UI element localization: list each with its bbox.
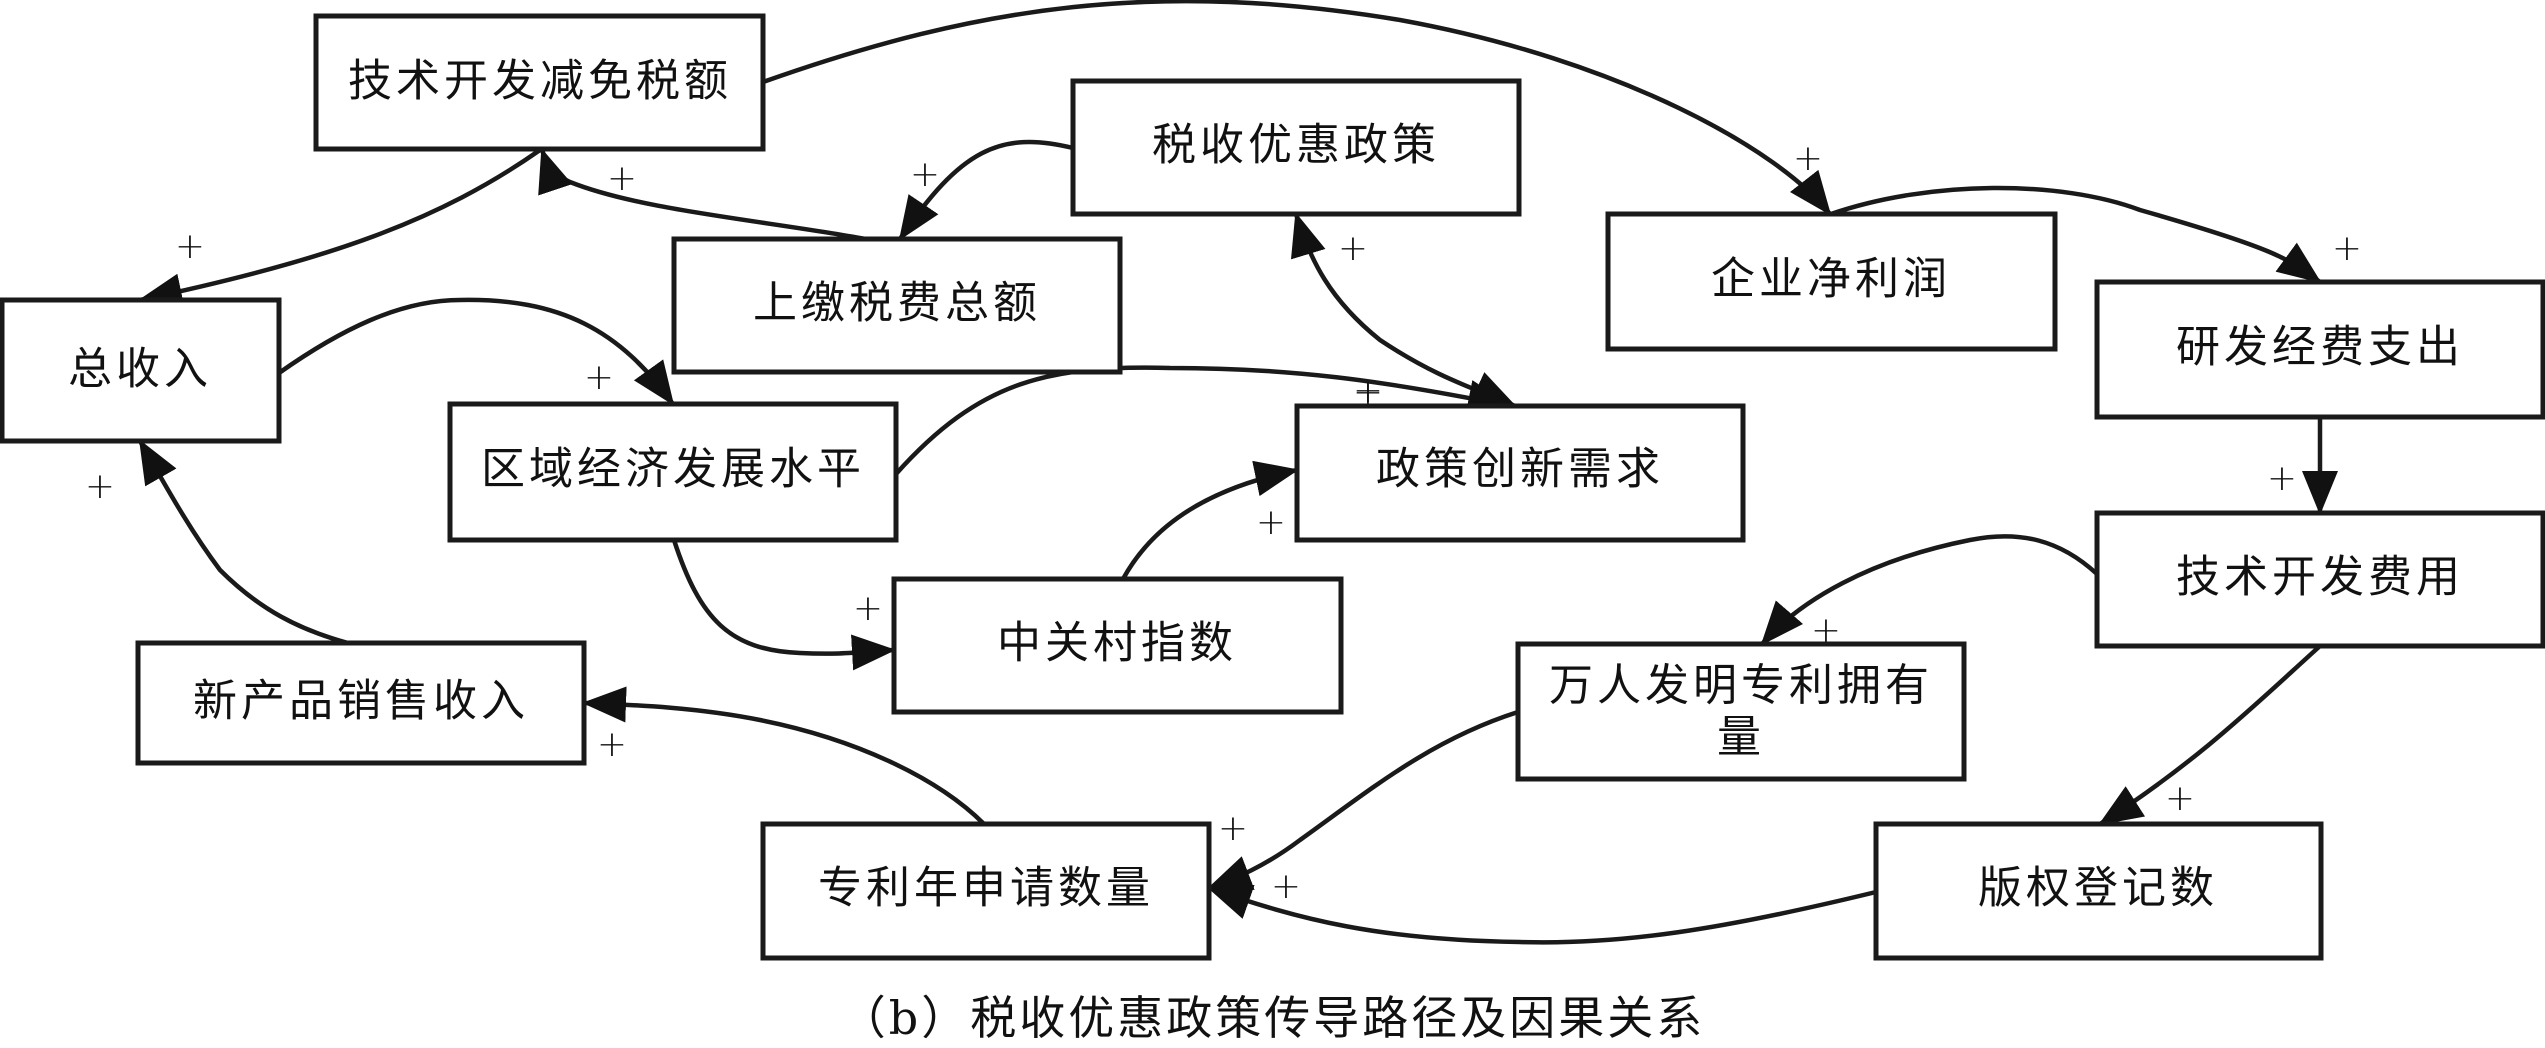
figure-caption: （b）税收优惠政策传导路径及因果关系: [839, 991, 1706, 1045]
sign-tech-cost-to-copyright: +: [2165, 778, 2195, 819]
node-label: 政策创新需求: [1376, 444, 1664, 495]
node-enterprise-net-profit[interactable]: 企业净利润: [1605, 211, 2058, 352]
node-label: 区域经济发展水平: [481, 444, 865, 495]
edge-patents-to-patent-apps: [1207, 709, 1519, 891]
node-label: 研发经费支出: [2176, 322, 2464, 373]
node-label: 专利年申请数量: [818, 863, 1154, 914]
node-tech-dev-cost[interactable]: 技术开发费用: [2094, 510, 2545, 649]
node-tax-preferential-policy[interactable]: 税收优惠政策: [1070, 78, 1522, 217]
node-box: [0, 297, 282, 444]
node-label-line2: 量: [1717, 712, 1765, 763]
edge-tech-cost-to-copyright: [2098, 644, 2322, 826]
node-box: [2094, 279, 2545, 420]
edge-tax-relief-to-net-profit: [762, 0, 1832, 216]
node-regional-economic-level[interactable]: 区域经济发展水平: [447, 401, 899, 543]
node-zgc-index[interactable]: 中关村指数: [891, 576, 1344, 715]
node-box: [891, 576, 1344, 715]
node-new-product-sales[interactable]: 新产品销售收入: [135, 640, 587, 766]
node-label-text: 万人发明专利拥有: [1549, 660, 1933, 711]
sign-taxes-paid-to-tax-relief: +: [607, 158, 637, 199]
sign-new-sales-to-total-income: +: [85, 466, 115, 507]
sign-rd-to-tech-cost: +: [2267, 458, 2297, 499]
node-label: 新产品销售收入: [193, 676, 529, 727]
node-copyright-registrations[interactable]: 版权登记数: [1873, 821, 2324, 961]
node-label: 技术开发费用: [2176, 552, 2464, 603]
sign-tax-relief-to-net-profit: +: [1793, 138, 1823, 179]
edge-patent-apps-to-new-sales: [582, 686, 986, 826]
node-label: 中关村指数: [997, 618, 1237, 669]
nodes: 技术开发减免税额 税收优惠政策 上缴税费总额 企业净利润 研发经费支出 总收入 …: [0, 13, 2545, 961]
sign-copyright-to-patent-apps: +: [1271, 866, 1301, 907]
node-box: [760, 821, 1212, 961]
node-label: 企业净利润: [1711, 254, 1951, 305]
node-label: 总收入: [68, 344, 212, 395]
node-label-line1: 万人发明专利拥有: [1549, 660, 1933, 711]
node-label: 技术开发减免税额: [348, 56, 732, 107]
node-label: 上缴税费总额: [753, 278, 1041, 329]
node-total-income[interactable]: 总收入: [0, 297, 282, 444]
sign-patents-to-patent-apps: +: [1218, 808, 1248, 849]
edge-regional-to-demand: [894, 365, 1512, 476]
node-policy-innovation-demand[interactable]: 政策创新需求: [1294, 403, 1746, 543]
node-box: [1070, 78, 1522, 217]
node-box: [1605, 211, 2058, 352]
edge-policy-to-taxes-paid: [898, 139, 1074, 241]
sign-tax-relief-to-total-income: +: [175, 226, 205, 267]
node-box: [1873, 821, 2324, 961]
edge-total-income-to-regional: [277, 297, 675, 406]
sign-zgc-to-demand: +: [1256, 502, 1286, 543]
node-label: 税收优惠政策: [1152, 120, 1440, 171]
sign-net-profit-to-rd: +: [2332, 228, 2362, 269]
edge-copyright-to-patent-apps: [1207, 884, 1877, 945]
node-box: [671, 236, 1123, 375]
edge-net-profit-to-rd: [1830, 185, 2322, 284]
edge-regional-to-zgc: [671, 539, 896, 671]
sign-demand-to-policy: +: [1338, 228, 1368, 269]
sign-regional-to-zgc: +: [853, 588, 883, 629]
node-box: [447, 401, 899, 543]
edge-tech-cost-to-patents: [1760, 534, 2099, 646]
sign-patent-apps-to-new-sales: +: [597, 724, 627, 765]
node-box: [2094, 510, 2545, 649]
node-box: [1294, 403, 1746, 543]
node-box: [135, 640, 587, 766]
edge-zgc-to-demand: [1121, 460, 1299, 581]
node-rd-expenditure[interactable]: 研发经费支出: [2094, 279, 2545, 420]
edge-tax-relief-to-total-income: [138, 148, 542, 309]
node-box: [313, 13, 766, 152]
node-patents-per-10k[interactable]: 万人发明专利拥有 量: [1515, 641, 1967, 782]
node-label: 版权登记数: [1978, 863, 2218, 914]
node-total-taxes-paid[interactable]: 上缴税费总额: [671, 236, 1123, 375]
node-tech-dev-tax-relief[interactable]: 技术开发减免税额: [313, 13, 766, 152]
sign-total-income-to-regional: +: [584, 357, 614, 398]
node-annual-patent-applications[interactable]: 专利年申请数量: [760, 821, 1212, 961]
node-box: [1515, 641, 1967, 782]
edge-new-sales-to-total-income: [138, 439, 349, 646]
sign-policy-to-taxes-paid: +: [910, 154, 940, 195]
edge-taxes-paid-to-tax-relief: [538, 148, 867, 242]
